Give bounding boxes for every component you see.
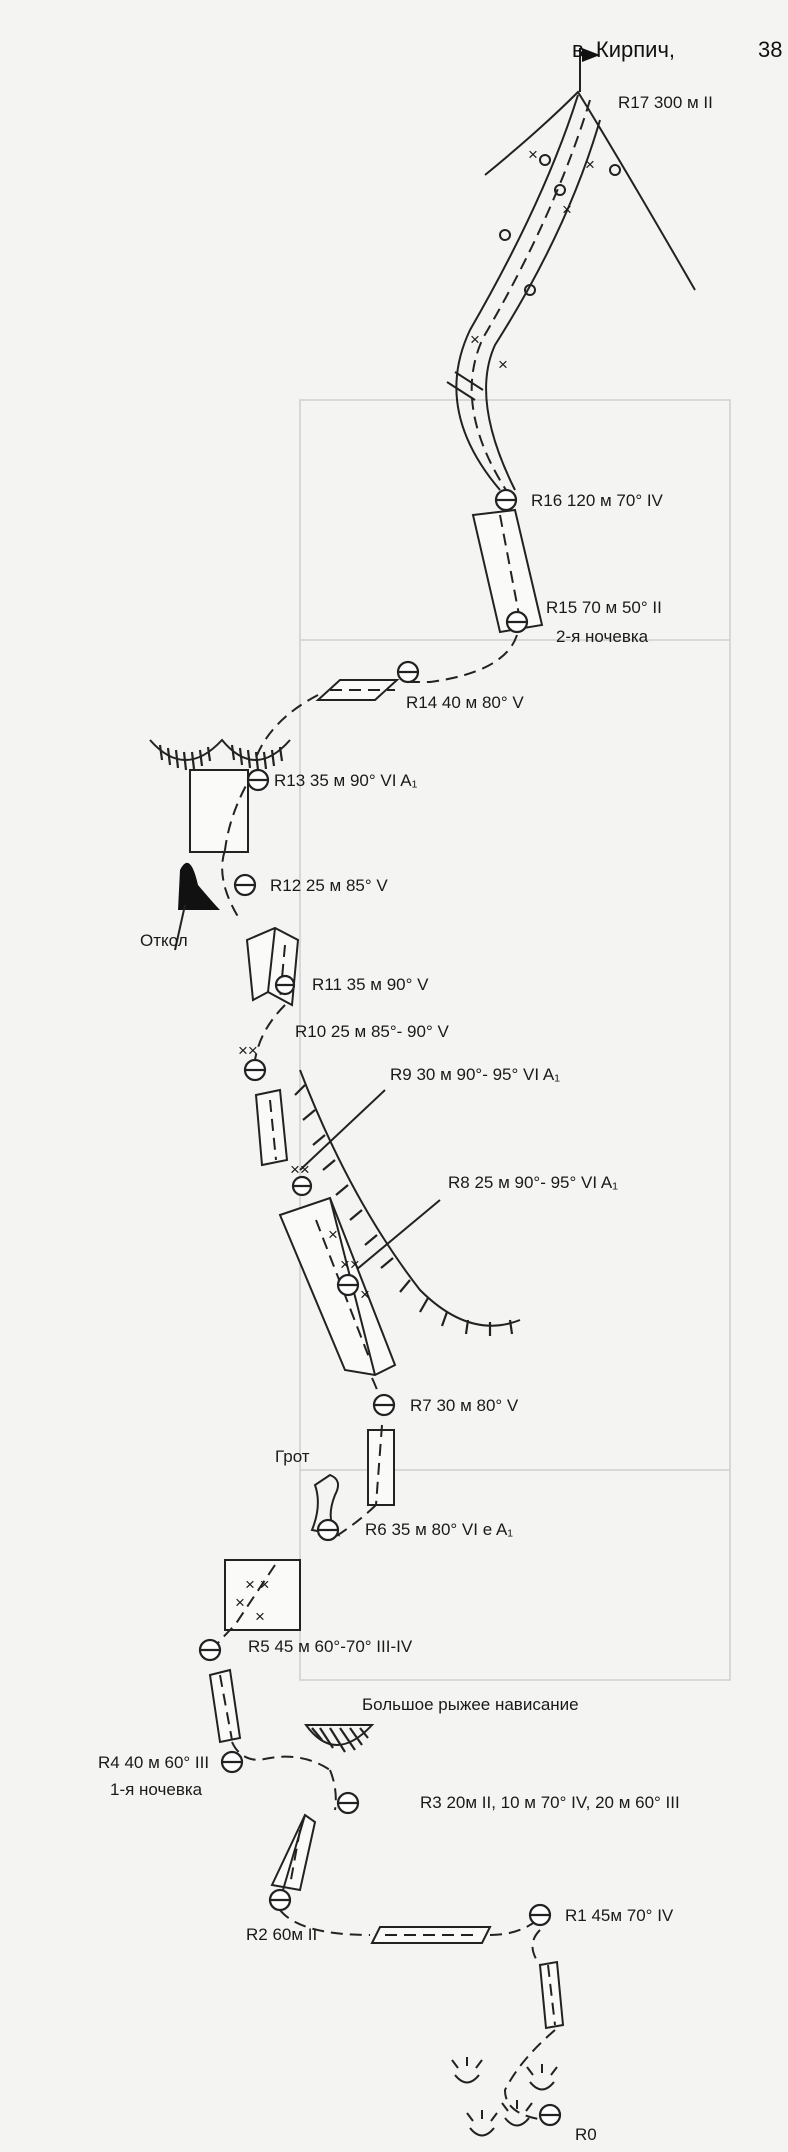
route-line-approach (503, 2029, 556, 2121)
svg-text:×: × (562, 200, 572, 219)
belay-station-r13 (246, 768, 270, 792)
route-line-r4-link (231, 1741, 331, 1771)
piton-marks: ×× (290, 1160, 310, 1179)
route-line-r3 (329, 1769, 337, 1811)
svg-text:×: × (498, 355, 508, 374)
summit-ridge (484, 90, 696, 291)
route-line-r7 (375, 1424, 383, 1506)
route-line-r14-link (254, 694, 319, 761)
belay-station-r1 (528, 1903, 552, 1927)
flake-label: Откол (140, 931, 188, 950)
slab-r7 (367, 1429, 395, 1506)
route-line-r15 (408, 634, 518, 683)
grotto-label: Грот (275, 1447, 310, 1466)
pitch-label-r10: R10 25 м 85°- 90° V (295, 1022, 449, 1041)
svg-text:×: × (528, 145, 538, 164)
route-line-r4 (219, 1674, 233, 1741)
belay-station-r8 (336, 1273, 360, 1297)
pitch-label-r4: R4 40 м 60° III (98, 1753, 209, 1772)
overhang-hatch-lower (304, 1724, 375, 1753)
leader-r8 (349, 1199, 441, 1276)
couloir-right-edge (485, 119, 601, 491)
pitch-label-r12: R12 25 м 85° V (270, 876, 388, 895)
pitch-label-r16: R16 120 м 70° IV (531, 491, 664, 510)
dihedral-crack-r2 (282, 1814, 306, 1891)
belay-station-r16 (494, 488, 518, 512)
slab-r4 (208, 1668, 242, 1744)
flake-shape (178, 862, 220, 910)
piton-marks: × × (245, 1575, 270, 1594)
pitch-label-r2: R2 60м II (246, 1925, 317, 1944)
piton-marks: × (360, 1285, 370, 1304)
svg-text:×: × (585, 155, 595, 174)
route-line-r17 (470, 99, 591, 491)
pitch-label-r9: R9 30 м 90°- 95° VI A₁ (390, 1065, 560, 1084)
pitch-label-r11: R11 35 м 90° V (312, 975, 429, 994)
break-mark (446, 381, 476, 401)
route-line-r8 (315, 1219, 371, 1361)
overhang-hatch-diagonal (294, 1069, 521, 1336)
dihedral-crack-r11 (267, 927, 276, 993)
belay-station-r9 (291, 1175, 313, 1197)
belay-station-r12 (233, 873, 257, 897)
svg-text:×: × (470, 330, 480, 349)
route-line-r9 (269, 1099, 277, 1161)
pitch-label-r6: R6 35 м 80° VI e A₁ (365, 1520, 513, 1539)
bivouac-1-label: 1-я ночевка (110, 1780, 203, 1799)
belay-station-r11 (274, 974, 296, 996)
pitch-label-r8: R8 25 м 90°- 95° VI A₁ (448, 1173, 618, 1192)
pitch-label-r13: R13 35 м 90° VI A₁ (274, 771, 418, 790)
belay-station-r3 (336, 1791, 360, 1815)
route-line-r2-link (279, 1909, 371, 1936)
route-line-r8-link (371, 1377, 384, 1411)
pitch-label-r3: R3 20м II, 10 м 70° IV, 20 м 60° III (420, 1793, 680, 1812)
route-line-r12 (221, 849, 241, 921)
summit-name-cut: 38 (758, 37, 782, 62)
pitch-label-r14: R14 40 м 80° V (406, 693, 524, 712)
belay-station-r0 (538, 2103, 562, 2127)
wall-r5 (224, 1559, 301, 1631)
overhang-hatch-upper (149, 738, 291, 771)
route-line-r10 (254, 1004, 286, 1061)
piton-marks: × (235, 1593, 245, 1612)
pitch-label-r7: R7 30 м 80° V (410, 1396, 519, 1415)
bivouac-2-label: 2-я ночевка (556, 627, 649, 646)
wall-r13 (189, 769, 249, 853)
route-line-r1 (547, 1964, 556, 2026)
belay-station-r4 (220, 1750, 244, 1774)
piton-marks: × (255, 1607, 265, 1626)
slab-r9 (254, 1088, 289, 1167)
summit-name: в. Кирпич, (572, 37, 675, 62)
pitch-label-r1: R1 45м 70° IV (565, 1906, 674, 1925)
belay-station-r2 (268, 1888, 292, 1912)
belay-station-r5 (198, 1638, 222, 1662)
piton-marks: ×× (238, 1041, 258, 1060)
route-line-r2 (289, 1829, 301, 1886)
route-line-r1-top (531, 1929, 541, 1966)
piton-marks: × (328, 1225, 338, 1244)
flake-edge (174, 904, 186, 951)
belay-station-r10 (243, 1058, 267, 1082)
grass-tufts (451, 2057, 558, 2137)
pitch-label-r17: R17 300 м II (618, 93, 713, 112)
leader-r9 (299, 1089, 386, 1171)
belay-station-r15 (505, 610, 529, 634)
pitch-label-r5: R5 45 м 60°-70° III-IV (248, 1637, 413, 1656)
belay-station-r6 (316, 1518, 340, 1542)
pitch-label-r15: R15 70 м 50° II (546, 598, 662, 617)
overhang-label: Большое рыжее нависание (362, 1695, 579, 1714)
piton-marks: ×× (340, 1255, 360, 1274)
scree-marks: × × × × × (470, 145, 621, 374)
route-line-r6 (329, 1504, 377, 1541)
slab-r16 (471, 508, 544, 634)
summit-flag-icon (579, 48, 600, 92)
belay-station-r7 (372, 1393, 396, 1417)
belay-station-r14 (396, 660, 420, 684)
break-mark (454, 371, 484, 391)
couloir-left-edge (455, 94, 579, 491)
pitch-label-r0: R0 (575, 2125, 597, 2144)
